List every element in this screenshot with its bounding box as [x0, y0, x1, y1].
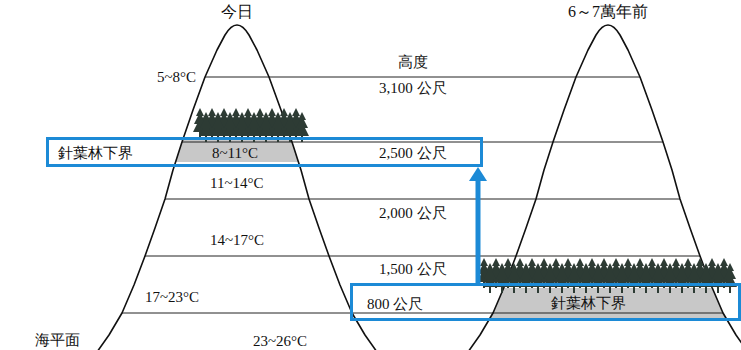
forest-limit-label: 針葉林下界 [58, 145, 133, 162]
forest-limit-label: 針葉林下界 [551, 295, 626, 312]
panel-title: 6～7萬年前 [568, 3, 648, 20]
temperature-label: 5~8°C [157, 69, 196, 86]
conifer-trees [477, 258, 737, 293]
connector-arrow [469, 167, 487, 283]
altitude-label: 2,000 公尺 [379, 205, 447, 222]
temperature-label: 23~26°C [253, 333, 307, 350]
altitude-lines [122, 77, 723, 313]
highlight-box: 針葉林下界 8~11°C 2,500 公尺 [46, 137, 483, 167]
axis-title: 高度 [398, 54, 428, 71]
temperature-label: 14~17°C [210, 232, 264, 249]
altitude-label: 800 公尺 [367, 296, 423, 313]
sea-level-label: 海平面 [35, 332, 80, 349]
panel-title: 今日 [221, 3, 253, 20]
temperature-label: 11~14°C [210, 175, 264, 192]
highlight-box: 800 公尺 針葉林下界 [350, 283, 741, 321]
temperature-label: 17~23°C [145, 289, 199, 306]
arrow-shaft [476, 180, 481, 283]
mountain-outline [97, 25, 377, 350]
altitude-label: 3,100 公尺 [379, 80, 447, 97]
altitude-label: 2,500 公尺 [379, 145, 447, 162]
mountain-outline [468, 25, 741, 350]
altitude-label: 1,500 公尺 [379, 261, 447, 278]
temperature-label: 8~11°C [212, 145, 258, 162]
arrow-head [469, 167, 487, 181]
